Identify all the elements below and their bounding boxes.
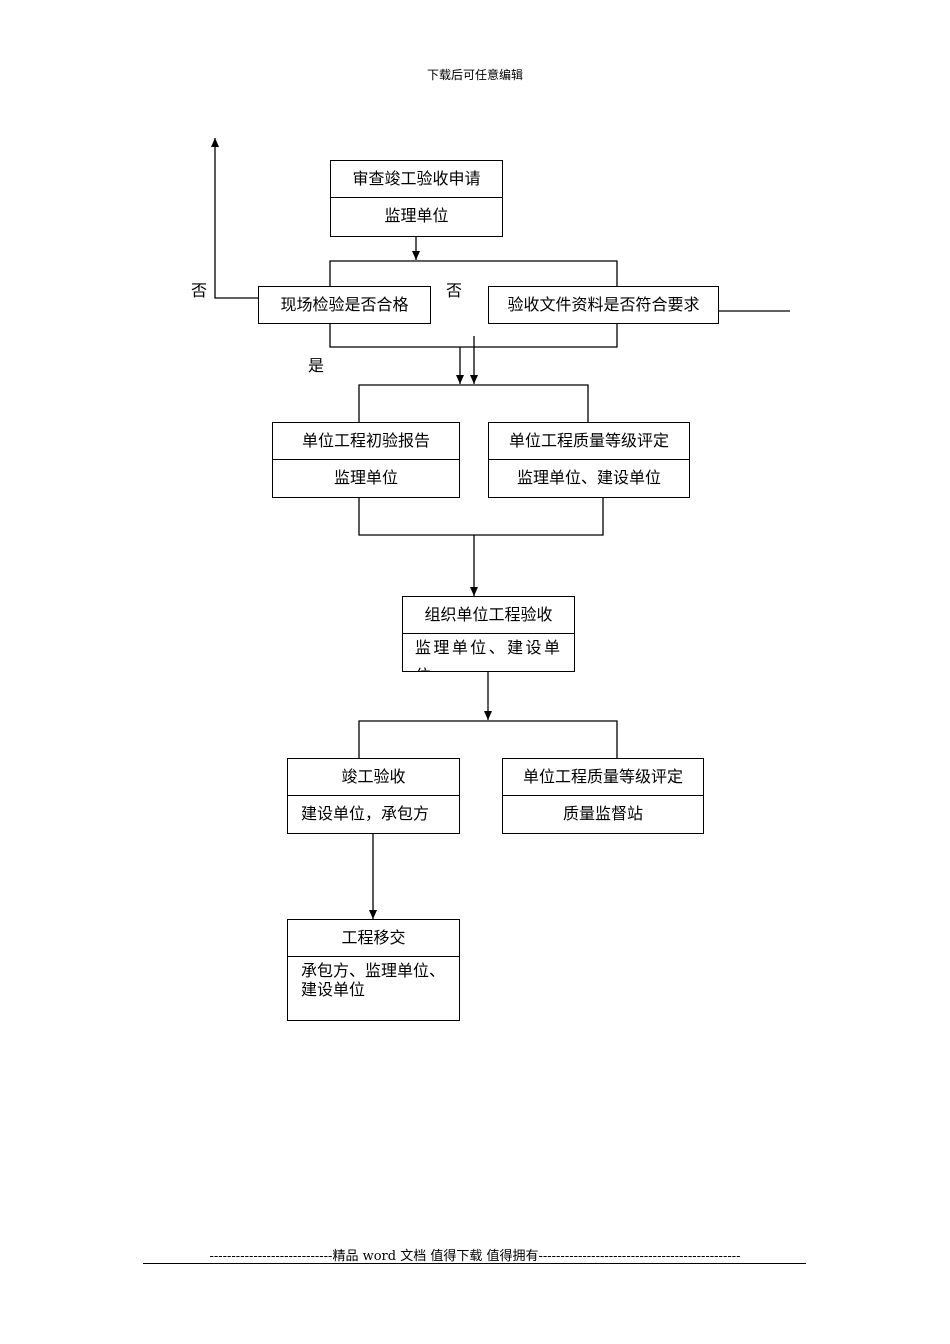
initial-report-title: 单位工程初验报告: [273, 423, 459, 460]
completion-acceptance-party: 建设单位，承包方: [301, 804, 430, 823]
quality-grade-1-title: 单位工程质量等级评定: [489, 423, 689, 460]
quality-grade-2-party: 质量监督站: [562, 804, 643, 823]
handover-party: 承包方、监理单位、建设单位: [301, 961, 446, 999]
header-note: 下载后可任意编辑: [426, 68, 523, 82]
site-inspection-box: 现场检验是否合格: [258, 286, 431, 324]
review-application-title: 审查竣工验收申请: [331, 161, 502, 198]
initial-report-box: 单位工程初验报告 监理单位: [272, 422, 460, 498]
organize-acceptance-title: 组织单位工程验收: [403, 597, 574, 634]
quality-grade-1-party: 监理单位、建设单位: [516, 468, 661, 487]
initial-report-party: 监理单位: [333, 468, 398, 487]
document-check-box: 验收文件资料是否符合要求: [488, 286, 719, 324]
footer-text: ----------------------------精品 word 文档 值…: [209, 1249, 741, 1264]
footer-divider: [143, 1263, 806, 1264]
review-application-party: 监理单位: [384, 206, 449, 225]
label-no-left: 否: [191, 281, 208, 300]
label-yes: 是: [308, 356, 325, 375]
handover-box: 工程移交 承包方、监理单位、建设单位: [287, 919, 460, 1021]
quality-grade-2-title: 单位工程质量等级评定: [503, 759, 703, 796]
organize-acceptance-party: 监理单位、建设单位: [415, 638, 562, 671]
quality-grade-box-2: 单位工程质量等级评定 质量监督站: [502, 758, 704, 834]
completion-acceptance-title: 竣工验收: [288, 759, 459, 796]
organize-acceptance-box: 组织单位工程验收 监理单位、建设单位: [402, 596, 575, 672]
quality-grade-box-1: 单位工程质量等级评定 监理单位、建设单位: [488, 422, 690, 498]
review-application-box: 审查竣工验收申请 监理单位: [330, 160, 503, 237]
handover-title: 工程移交: [288, 920, 459, 957]
completion-acceptance-box: 竣工验收 建设单位，承包方: [287, 758, 460, 834]
label-no-middle: 否: [446, 281, 463, 300]
